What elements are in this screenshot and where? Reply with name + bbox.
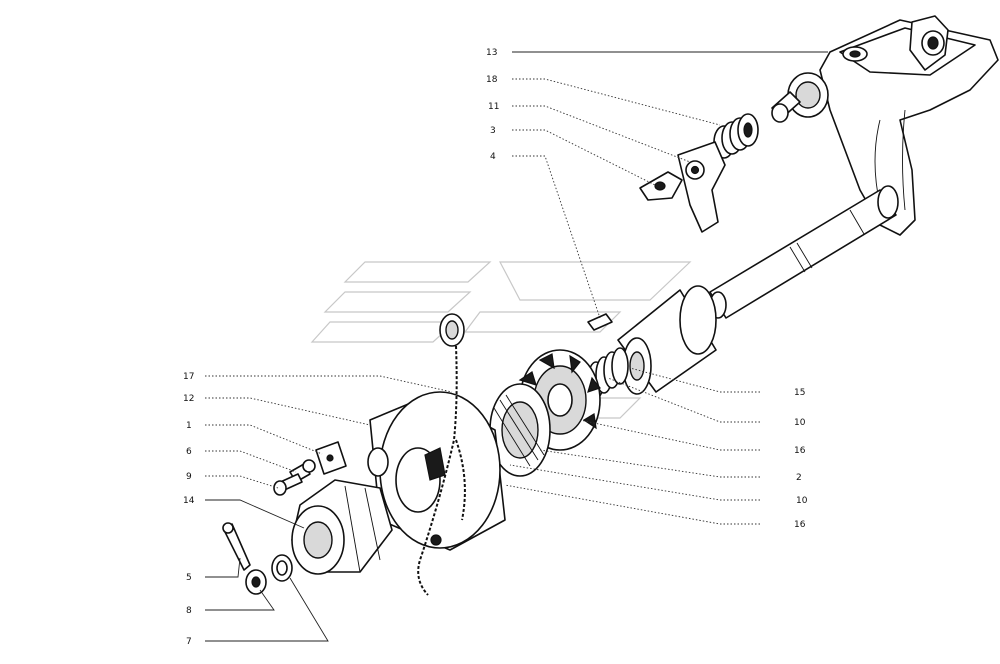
part-8-castle-nut bbox=[245, 569, 267, 595]
part-14-hex-nut bbox=[291, 479, 393, 575]
callout-3: 3 bbox=[490, 126, 496, 136]
callout-1: 1 bbox=[186, 421, 192, 431]
callout-labels: 13 18 11 3 4 17 12 1 6 9 14 5 8 7 15 10 … bbox=[183, 48, 808, 647]
callout-6: 6 bbox=[186, 447, 192, 457]
callout-7: 7 bbox=[186, 637, 192, 647]
part-13-bracket-housing bbox=[819, 15, 999, 236]
callout-18: 18 bbox=[486, 75, 498, 85]
part-12-large-disc bbox=[367, 391, 506, 551]
callout-2: 2 bbox=[796, 473, 802, 483]
part-9-bolt bbox=[273, 473, 303, 496]
callout-5: 5 bbox=[186, 573, 192, 583]
main-shaft bbox=[709, 185, 899, 319]
part-2-clutch-cone bbox=[489, 383, 551, 477]
part-5-cotter-pin bbox=[222, 522, 251, 571]
callout-4: 4 bbox=[490, 152, 496, 162]
callout-16a: 16 bbox=[794, 446, 806, 456]
part-4-key bbox=[587, 313, 613, 331]
part-17-chain-ring bbox=[417, 313, 466, 596]
part-15-drum bbox=[617, 285, 717, 395]
part-18-spring bbox=[713, 113, 759, 159]
part-7-washer bbox=[271, 554, 293, 582]
callout-17: 17 bbox=[183, 372, 194, 382]
callout-13: 13 bbox=[486, 48, 497, 58]
callout-16b: 16 bbox=[794, 520, 806, 530]
callout-10b: 10 bbox=[796, 496, 808, 506]
callout-9: 9 bbox=[186, 472, 192, 482]
watermark bbox=[310, 261, 692, 419]
callout-15: 15 bbox=[794, 388, 805, 398]
callout-12: 12 bbox=[183, 394, 194, 404]
callout-10a: 10 bbox=[794, 418, 806, 428]
part-1-plate bbox=[315, 441, 347, 475]
callout-11: 11 bbox=[488, 102, 499, 112]
callout-8: 8 bbox=[186, 606, 192, 616]
part-11-lever bbox=[677, 141, 726, 233]
leader-lines bbox=[205, 51, 828, 642]
callout-14: 14 bbox=[183, 496, 195, 506]
guide-pin bbox=[771, 91, 801, 123]
part-3-link bbox=[639, 171, 683, 201]
